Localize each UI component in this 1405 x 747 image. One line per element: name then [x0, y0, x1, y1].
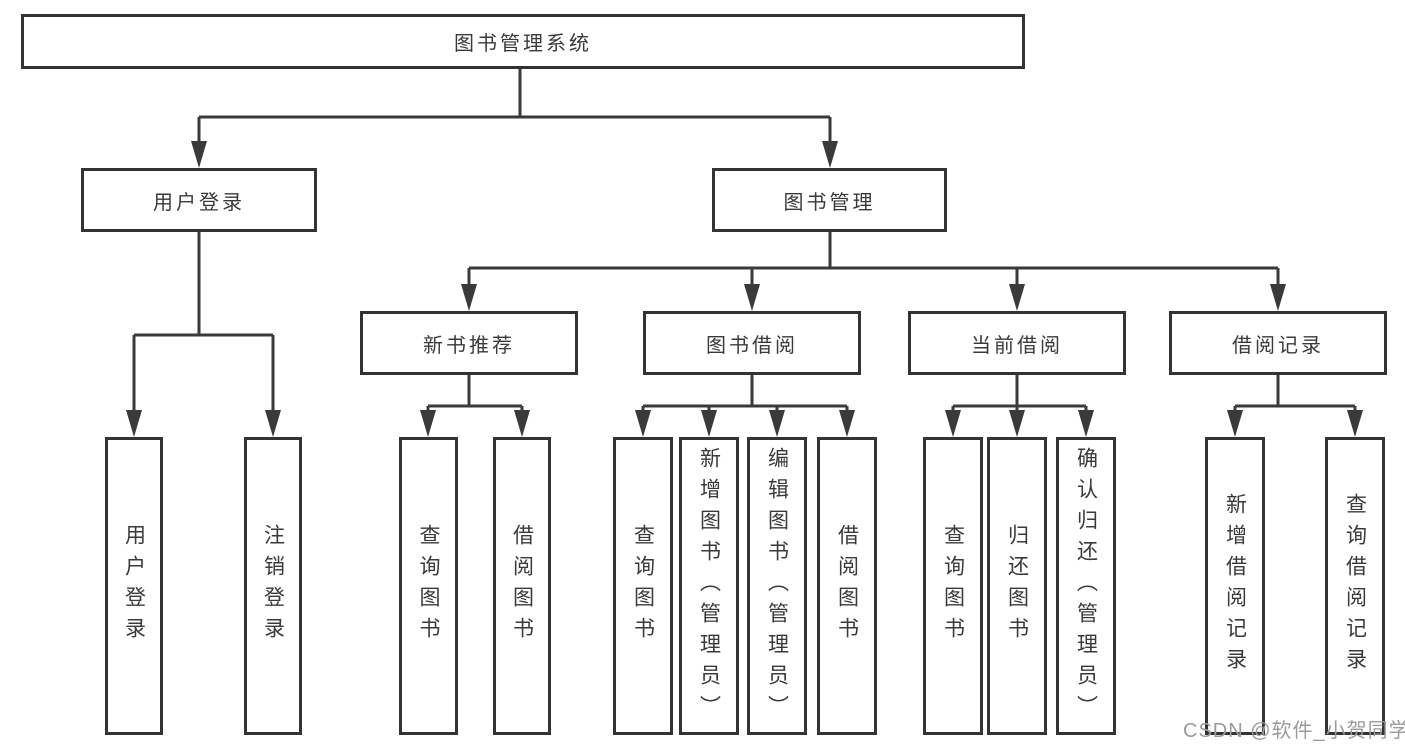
leaf-nb-query-book: 查询图书: [399, 437, 458, 735]
leaf-cb-query-book: 查询图书: [923, 437, 983, 735]
node-user-login: 用户登录: [81, 168, 317, 232]
leaf-br-query-record: 查询借阅记录: [1325, 437, 1385, 735]
arrowheads: [126, 141, 1363, 437]
node-new-book-recommend: 新书推荐: [360, 311, 578, 375]
leaf-cb-query-book-label: 查询图书: [941, 524, 965, 648]
leaf-logout-label: 注销登录: [261, 524, 285, 648]
tree-edges: [132, 69, 1357, 411]
node-book-management-label: 图书管理: [783, 191, 876, 214]
leaf-logout: 注销登录: [244, 437, 302, 735]
node-book-borrow: 图书借阅: [643, 311, 861, 375]
leaf-bb-borrow-book: 借阅图书: [817, 437, 877, 735]
leaf-bb-edit-book: 编辑图书（管理员）: [747, 437, 807, 735]
leaf-bb-add-book: 新增图书（管理员）: [679, 437, 739, 735]
leaf-bb-edit-book-label: 编辑图书（管理员）: [765, 446, 789, 726]
leaf-br-add-record: 新增借阅记录: [1205, 437, 1265, 735]
node-user-login-label: 用户登录: [153, 191, 245, 214]
leaf-cb-confirm-return-label: 确认归还（管理员）: [1074, 446, 1098, 726]
node-new-book-recommend-label: 新书推荐: [423, 334, 515, 357]
leaf-user-login-label: 用户登录: [122, 524, 146, 648]
node-current-borrow: 当前借阅: [908, 311, 1126, 375]
leaf-bb-query-book: 查询图书: [613, 437, 673, 735]
node-borrow-records-label: 借阅记录: [1232, 334, 1324, 357]
node-current-borrow-label: 当前借阅: [971, 334, 1063, 357]
node-root-label: 图书管理系统: [454, 33, 592, 55]
leaf-nb-query-book-label: 查询图书: [417, 524, 440, 648]
leaf-cb-confirm-return: 确认归还（管理员）: [1056, 437, 1116, 735]
node-root: 图书管理系统: [21, 14, 1025, 69]
leaf-br-query-record-label: 查询借阅记录: [1343, 493, 1367, 679]
leaf-cb-return-book: 归还图书: [987, 437, 1047, 735]
leaf-user-login: 用户登录: [105, 437, 163, 735]
leaf-nb-borrow-book: 借阅图书: [493, 437, 551, 735]
leaf-cb-return-book-label: 归还图书: [1005, 524, 1029, 648]
leaf-bb-query-book-label: 查询图书: [631, 524, 655, 648]
node-borrow-records: 借阅记录: [1169, 311, 1387, 375]
leaf-nb-borrow-book-label: 借阅图书: [510, 524, 534, 648]
csdn-watermark: CSDN @软件_小贺同学: [1183, 720, 1405, 742]
node-book-borrow-label: 图书借阅: [706, 334, 798, 357]
node-book-management: 图书管理: [712, 168, 947, 232]
leaf-br-add-record-label: 新增借阅记录: [1223, 493, 1247, 679]
leaf-bb-borrow-book-label: 借阅图书: [835, 524, 859, 648]
leaf-bb-add-book-label: 新增图书（管理员）: [697, 446, 721, 726]
